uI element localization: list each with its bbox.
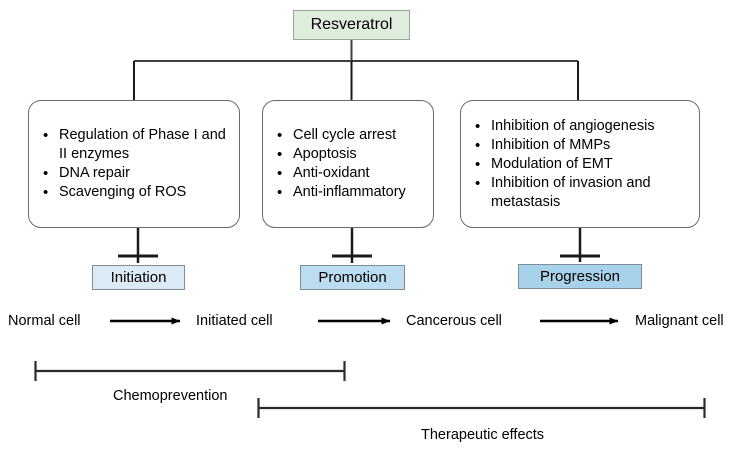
cell-stage-label-initiated: Initiated cell xyxy=(196,313,273,329)
bullet-icon: • xyxy=(277,127,283,144)
stage-box-progression: Progression xyxy=(518,264,642,289)
list-item: • Scavenging of ROS xyxy=(43,183,231,202)
mechanism-list-progression: • Inhibition of angiogenesis • Inhibitio… xyxy=(461,117,699,212)
bullet-icon: • xyxy=(43,127,49,144)
bullet-icon: • xyxy=(43,165,49,182)
bullet-icon: • xyxy=(475,117,481,135)
bracket-label-therapeutic-effects: Therapeutic effects xyxy=(421,427,545,443)
mechanism-box-initiation: • Regulation of Phase I and II enzymes •… xyxy=(28,100,240,228)
bullet-icon: • xyxy=(43,184,49,201)
cell-stage-label-normal: Normal cell xyxy=(8,313,81,329)
stage-label: Initiation xyxy=(110,269,167,286)
title-box-resveratrol: Resveratrol xyxy=(293,10,410,40)
list-item: • Inhibition of invasion and metastasis xyxy=(475,174,691,212)
mechanism-list-initiation: • Regulation of Phase I and II enzymes •… xyxy=(29,126,239,202)
mechanism-item-label: Apoptosis xyxy=(293,146,357,162)
bullet-icon: • xyxy=(277,165,283,182)
bracket-label-chemoprevention: Chemoprevention xyxy=(113,388,228,404)
cell-stage-label-malignant: Malignant cell xyxy=(635,313,724,329)
list-item: • DNA repair xyxy=(43,164,231,183)
mechanism-list-promotion: • Cell cycle arrest • Apoptosis • Anti-o… xyxy=(263,126,433,202)
stage-label: Promotion xyxy=(318,269,387,286)
list-item: • Cell cycle arrest xyxy=(277,126,425,145)
list-item: • Anti-inflammatory xyxy=(277,183,425,202)
list-item: • Regulation of Phase I and II enzymes xyxy=(43,126,231,164)
title-box-label: Resveratrol xyxy=(310,16,393,33)
stage-box-initiation: Initiation xyxy=(92,265,185,290)
stage-box-promotion: Promotion xyxy=(300,265,405,290)
mechanism-item-label: Inhibition of invasion and metastasis xyxy=(491,174,651,210)
mechanism-item-label: Cell cycle arrest xyxy=(293,127,397,143)
list-item: • Apoptosis xyxy=(277,145,425,164)
mechanism-item-label: Modulation of EMT xyxy=(491,155,613,172)
mechanism-item-label: Regulation of Phase I and II enzymes xyxy=(59,127,226,162)
mechanism-item-label: Inhibition of MMPs xyxy=(491,136,611,153)
mechanism-item-label: Inhibition of angiogenesis xyxy=(491,117,655,134)
bullet-icon: • xyxy=(475,155,481,173)
stage-label: Progression xyxy=(539,268,621,285)
cell-stage-label-cancerous: Cancerous cell xyxy=(406,313,502,329)
list-item: • Anti-oxidant xyxy=(277,164,425,183)
list-item: • Inhibition of MMPs xyxy=(475,136,691,155)
bullet-icon: • xyxy=(277,146,283,163)
mechanism-item-label: Anti-oxidant xyxy=(293,165,370,181)
bullet-icon: • xyxy=(475,174,481,192)
mechanism-item-label: Scavenging of ROS xyxy=(59,184,187,200)
mechanism-box-promotion: • Cell cycle arrest • Apoptosis • Anti-o… xyxy=(262,100,434,228)
mechanism-box-progression: • Inhibition of angiogenesis • Inhibitio… xyxy=(460,100,700,228)
mechanism-item-label: Anti-inflammatory xyxy=(293,184,406,200)
list-item: • Inhibition of angiogenesis xyxy=(475,117,691,136)
bullet-icon: • xyxy=(475,136,481,154)
list-item: • Modulation of EMT xyxy=(475,155,691,174)
bullet-icon: • xyxy=(277,184,283,201)
mechanism-item-label: DNA repair xyxy=(59,165,130,181)
